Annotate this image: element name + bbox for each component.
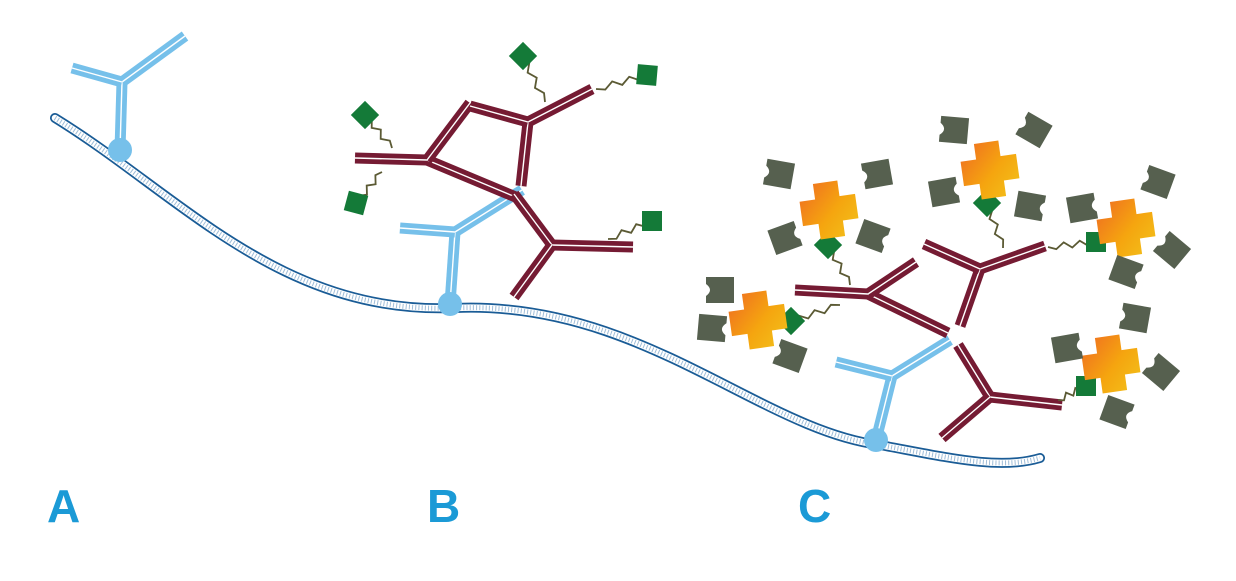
substrate-shape-icon: [860, 158, 894, 190]
square-tag-icon: [350, 100, 380, 130]
substrate-shape-icon: [706, 277, 734, 303]
substrate-shape-icon: [1118, 302, 1152, 334]
substrate-shape-icon: [1140, 164, 1176, 200]
cross-enzyme-icon: [1096, 198, 1156, 258]
substrate-shape-icon: [1013, 190, 1047, 222]
secondary-antibody-b1: [354, 99, 521, 204]
substrate-shape-icon: [1099, 394, 1135, 430]
panel-label-b: B: [427, 480, 461, 532]
substrate-shape-icon: [1065, 192, 1099, 224]
substrate-shape-icon: [1050, 332, 1084, 364]
substrate-shape-icon: [1141, 353, 1181, 391]
substrate-shape-icon: [938, 115, 970, 145]
cross-enzyme-icon: [799, 180, 859, 240]
substrate-shape-icon: [927, 176, 961, 208]
membrane-anchor: [438, 292, 462, 316]
square-tag-icon: [1076, 376, 1096, 396]
substrate-shape-icon: [762, 158, 796, 190]
square-tag-icon: [508, 41, 538, 71]
membrane-anchor: [108, 138, 132, 162]
panel-label-c: C: [798, 480, 832, 532]
substrate-shape-icon: [1152, 231, 1192, 269]
panel-label-a: A: [47, 480, 81, 532]
substrate-shape-icon: [1108, 254, 1144, 290]
secondary-antibody-b2: [468, 84, 595, 187]
substrate-shape-icon: [767, 220, 803, 256]
substrate-shape-icon: [696, 313, 728, 343]
square-tag-icon: [343, 190, 369, 216]
cross-enzyme-icon: [1081, 334, 1141, 394]
cross-enzyme-icon: [728, 290, 788, 350]
secondary-antibody-c2: [921, 238, 1047, 328]
cross-enzyme-icon: [960, 140, 1020, 200]
square-tag-icon: [642, 211, 662, 231]
substrate-shape-icon: [1015, 111, 1053, 149]
secondary-antibody-c1: [794, 257, 951, 338]
membrane-anchor: [864, 428, 888, 452]
substrate-shape-icon: [772, 338, 808, 374]
square-tag-icon: [636, 64, 658, 86]
membrane-strand: [50, 113, 1045, 468]
primary-antibody-b: [399, 185, 525, 316]
secondary-antibody-b3: [509, 190, 634, 301]
secondary-antibody-c3: [938, 342, 1063, 443]
substrate-shape-icon: [855, 218, 891, 254]
primary-antibody-a: [70, 31, 189, 162]
primary-antibody-c: [834, 335, 953, 452]
